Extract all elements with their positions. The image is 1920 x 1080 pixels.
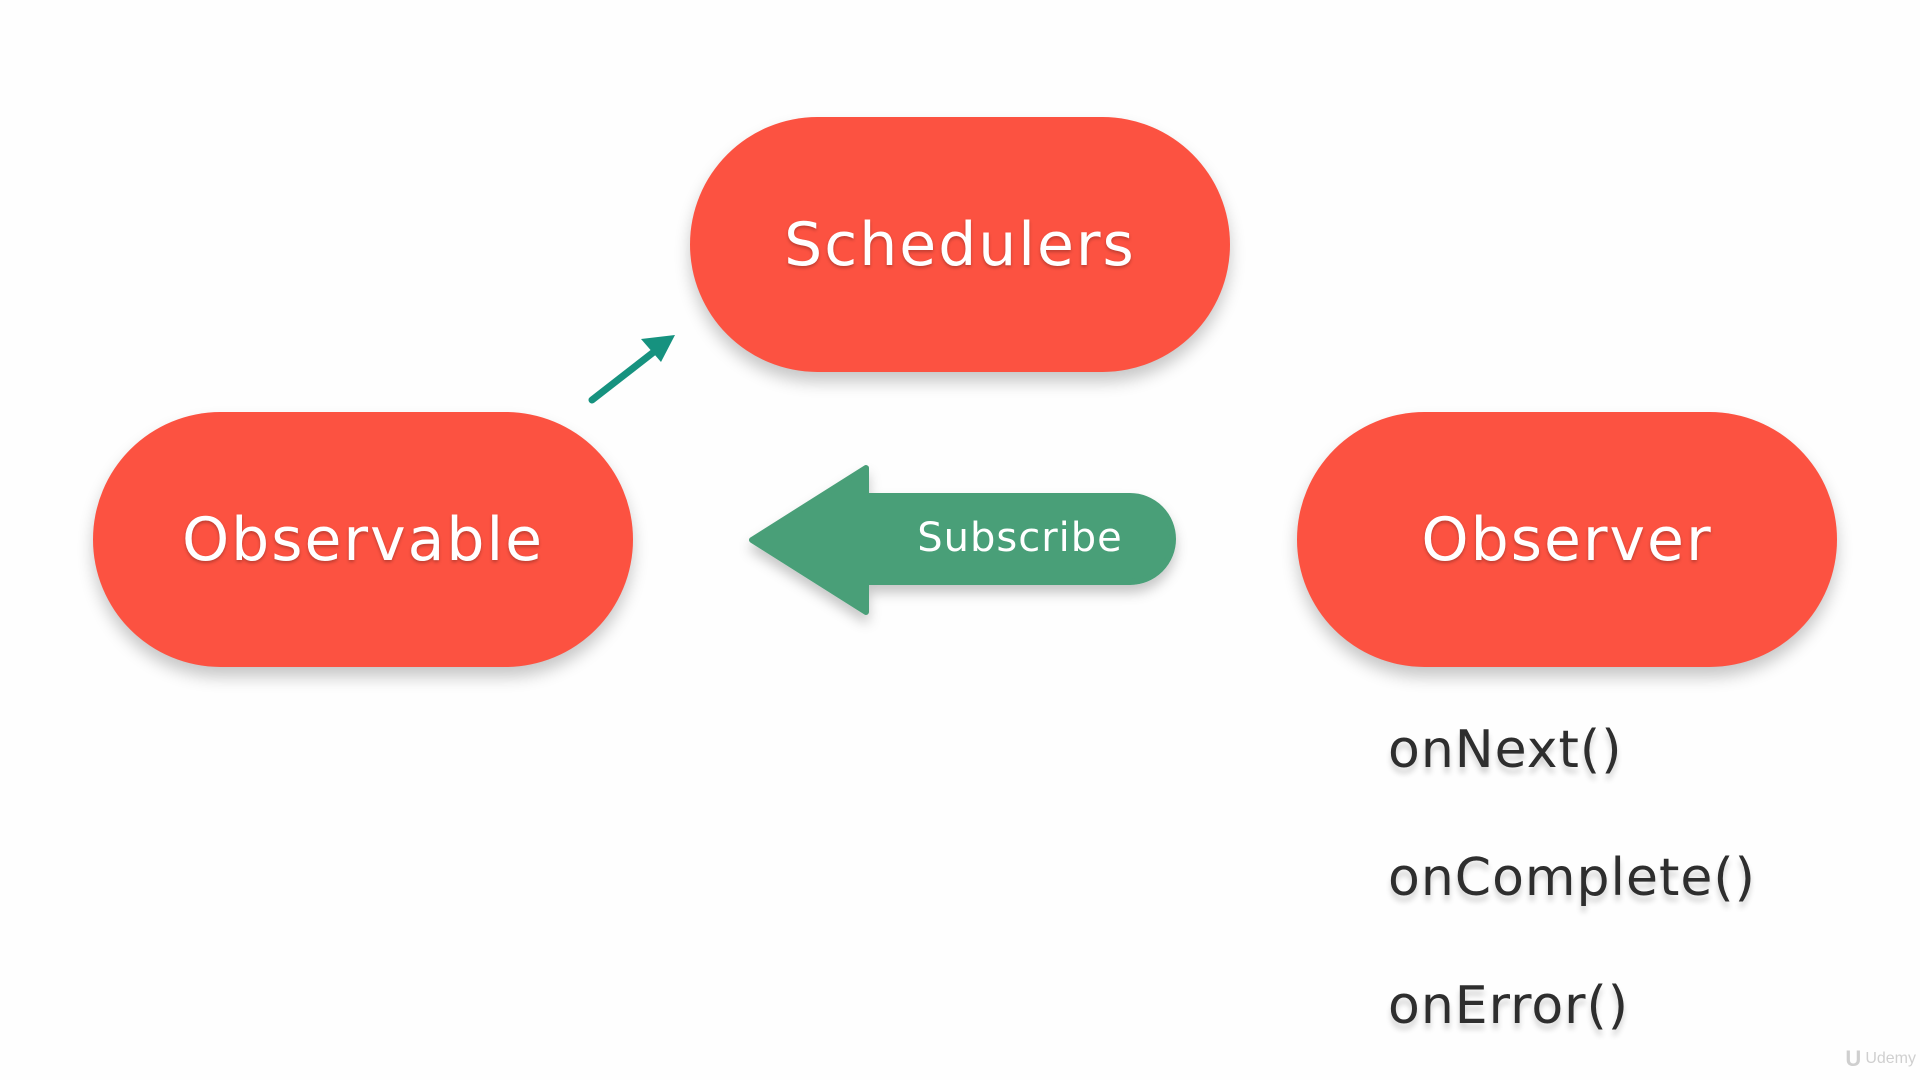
observable-label: Observable	[181, 504, 545, 575]
observable-node: Observable	[93, 412, 633, 667]
observer-label: Observer	[1421, 504, 1713, 575]
udemy-logo-icon: U	[1845, 1046, 1862, 1071]
schedulers-label: Schedulers	[784, 209, 1136, 280]
method-on-complete: onComplete()	[1388, 848, 1756, 908]
method-on-next: onNext()	[1388, 720, 1623, 780]
schedulers-node: Schedulers	[690, 117, 1230, 372]
subscribe-label: Subscribe	[917, 515, 1123, 561]
observable-to-schedulers-arrow	[588, 335, 675, 404]
watermark-text: Udemy	[1865, 1050, 1916, 1067]
method-on-error: onError()	[1388, 976, 1630, 1036]
udemy-watermark: U Udemy	[1845, 1046, 1916, 1072]
observer-node: Observer	[1297, 412, 1837, 667]
